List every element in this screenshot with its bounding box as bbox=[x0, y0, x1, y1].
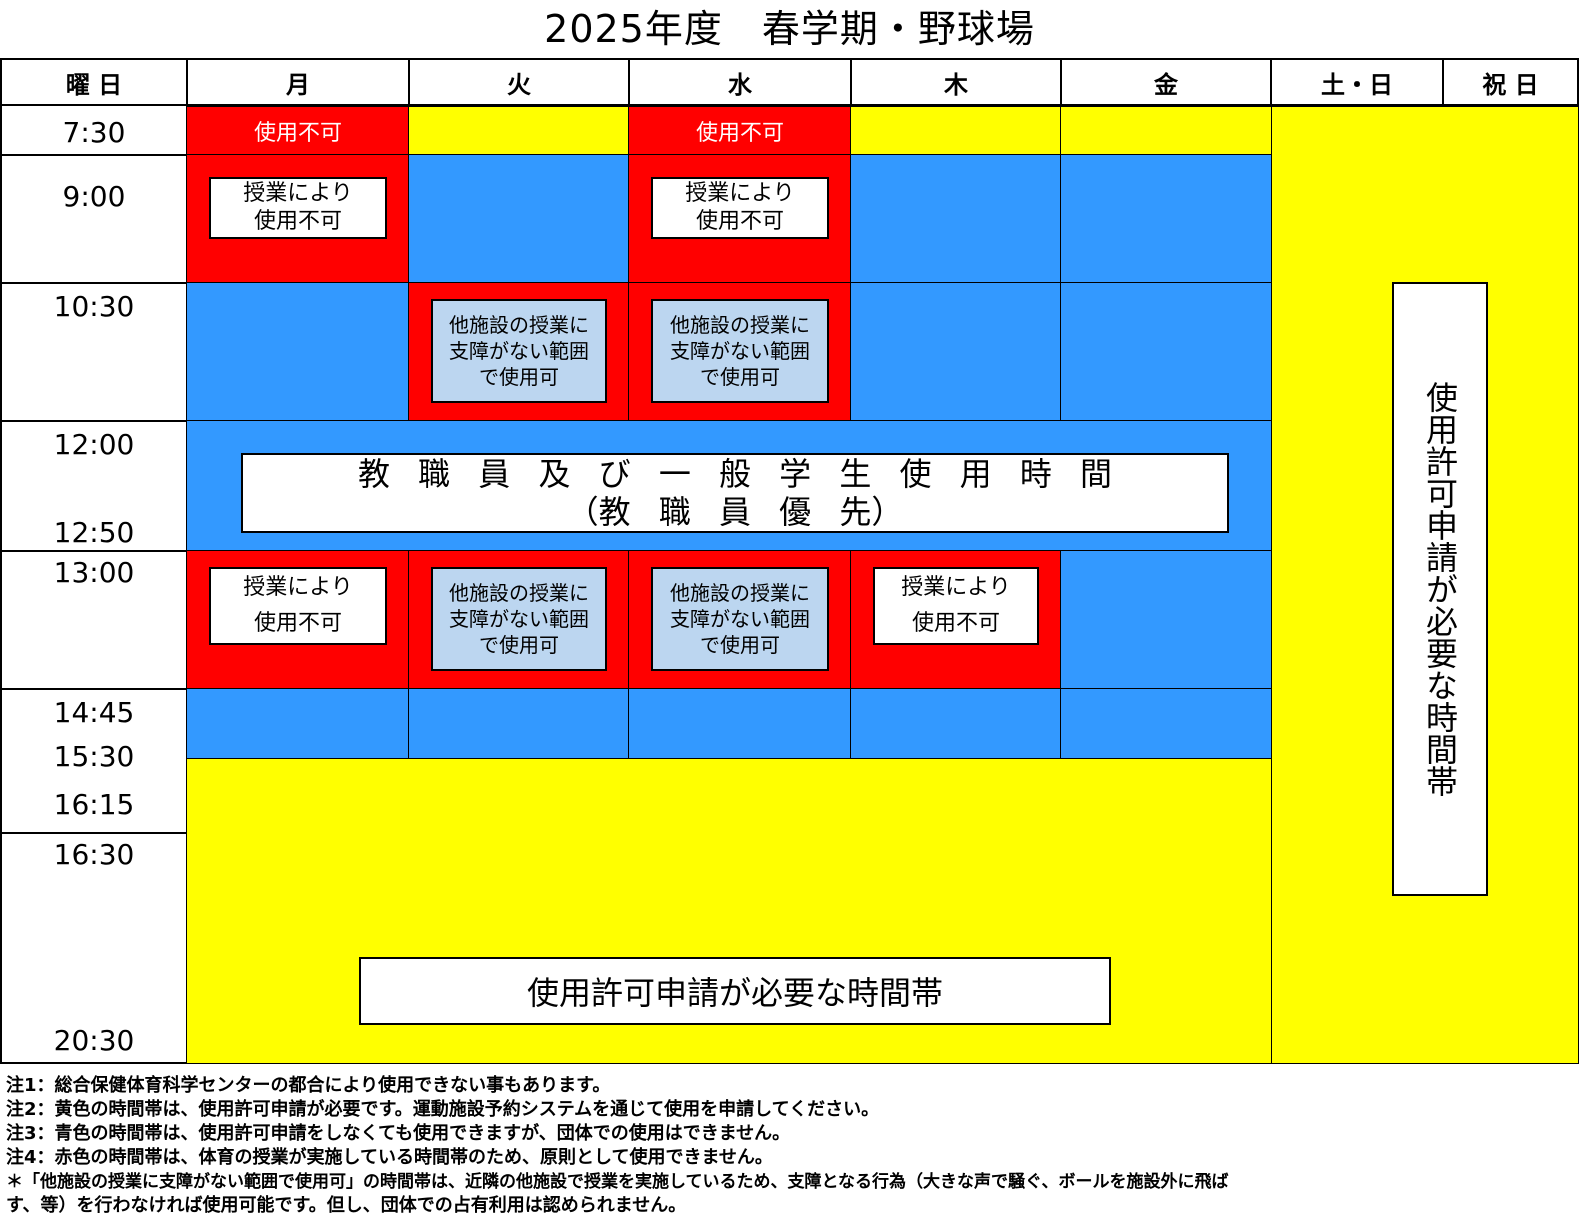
cell-fri-0900 bbox=[1060, 154, 1272, 284]
other-line3: で使用可 bbox=[479, 633, 559, 657]
other-facility-box: 他施設の授業に 支障がない範囲 で使用可 bbox=[651, 299, 829, 403]
time-column bbox=[0, 106, 188, 1064]
other-line1: 他施設の授業に bbox=[670, 313, 810, 337]
page-title: 2025年度 春学期・野球場 bbox=[544, 7, 1035, 51]
cell-mon-0900: 授業により 使用不可 bbox=[186, 154, 410, 284]
class-box: 授業により 使用不可 bbox=[651, 177, 829, 239]
class-line2: 使用不可 bbox=[253, 209, 342, 234]
cell-mon-1030 bbox=[186, 282, 410, 422]
cell-wed-0900: 授業により 使用不可 bbox=[628, 154, 852, 284]
other-line1: 他施設の授業に bbox=[449, 313, 589, 337]
time-label: 13:00 bbox=[53, 556, 135, 589]
other-line2: 支障がない範囲 bbox=[449, 607, 589, 631]
cell-thu-1030 bbox=[850, 282, 1062, 422]
cell-thu-0730 bbox=[850, 106, 1062, 156]
class-line2: 使用不可 bbox=[253, 611, 342, 636]
other-line1: 他施設の授業に bbox=[449, 581, 589, 605]
other-line3: で使用可 bbox=[700, 633, 780, 657]
time-label: 15:30 bbox=[53, 740, 135, 773]
other-facility-box: 他施設の授業に 支障がない範囲 で使用可 bbox=[431, 567, 607, 671]
note-4: 注4：赤色の時間帯は、体育の授業が実施している時間帯のため、原則として使用できま… bbox=[6, 1147, 773, 1168]
permit-needed-box: 使用許可申請が必要な時間帯 bbox=[359, 957, 1111, 1025]
cell-evening-merged: 使用許可申請が必要な時間帯 bbox=[186, 758, 1272, 1064]
header-thu: 木 bbox=[850, 58, 1062, 106]
note-3: 注3：青色の時間帯は、使用許可申請をしなくても使用できますが、団体での使用はでき… bbox=[6, 1123, 791, 1144]
time-label: 12:00 bbox=[53, 428, 135, 461]
time-label: 16:30 bbox=[53, 838, 135, 871]
cell-mon-1300: 授業により 使用不可 bbox=[186, 550, 410, 690]
other-line2: 支障がない範囲 bbox=[670, 607, 810, 631]
cell-fri-1030 bbox=[1060, 282, 1272, 422]
header-fri: 金 bbox=[1060, 58, 1272, 106]
time-label: 7:30 bbox=[62, 116, 126, 149]
time-divider bbox=[0, 550, 188, 552]
note-6: す、等）を行わなければ使用可能です。但し、団体での占有利用は認められません。 bbox=[6, 1195, 687, 1216]
other-line1: 他施設の授業に bbox=[670, 581, 810, 605]
staff-line1: 教 職 員 及 び 一 般 学 生 使 用 時 間 bbox=[357, 455, 1113, 493]
class-line1: 授業により bbox=[243, 575, 353, 600]
cell-fri-0730 bbox=[1060, 106, 1272, 156]
cell-mon-1445 bbox=[186, 688, 410, 760]
time-divider bbox=[0, 688, 188, 690]
time-divider bbox=[0, 420, 188, 422]
staff-student-box: 教 職 員 及 び 一 般 学 生 使 用 時 間 （教 職 員 優 先） bbox=[241, 453, 1229, 533]
header-weekend: 土・日 bbox=[1270, 58, 1444, 106]
other-line3: で使用可 bbox=[479, 365, 559, 389]
class-box: 授業により 使用不可 bbox=[873, 567, 1039, 645]
time-divider bbox=[0, 154, 188, 156]
cell-mon-0730: 使用不可 bbox=[186, 106, 410, 156]
other-line2: 支障がない範囲 bbox=[449, 339, 589, 363]
cell-fri-1445 bbox=[1060, 688, 1272, 760]
time-label: 14:45 bbox=[53, 696, 135, 729]
other-line3: で使用可 bbox=[700, 365, 780, 389]
other-facility-box: 他施設の授業に 支障がない範囲 で使用可 bbox=[651, 567, 829, 671]
class-box: 授業により 使用不可 bbox=[209, 177, 387, 239]
other-line2: 支障がない範囲 bbox=[670, 339, 810, 363]
class-line1: 授業により bbox=[901, 575, 1011, 600]
header-wed: 水 bbox=[628, 58, 852, 106]
class-line2: 使用不可 bbox=[911, 611, 1000, 636]
time-divider bbox=[0, 832, 188, 834]
time-label: 9:00 bbox=[62, 180, 126, 213]
note-2: 注2：黄色の時間帯は、使用許可申請が必要です。運動施設予約システムを通じて使用を… bbox=[6, 1099, 880, 1120]
cell-lunch-merged: 教 職 員 及 び 一 般 学 生 使 用 時 間 （教 職 員 優 先） bbox=[186, 420, 1272, 552]
time-label: 10:30 bbox=[53, 290, 135, 323]
cell-tue-1030: 他施設の授業に 支障がない範囲 で使用可 bbox=[408, 282, 630, 422]
class-box: 授業により 使用不可 bbox=[209, 567, 387, 645]
cell-fri-1300 bbox=[1060, 550, 1272, 690]
cell-wed-1445 bbox=[628, 688, 852, 760]
class-line1: 授業により bbox=[243, 181, 353, 206]
cell-tue-1445 bbox=[408, 688, 630, 760]
time-label: 12:50 bbox=[53, 516, 135, 549]
cell-wed-0730: 使用不可 bbox=[628, 106, 852, 156]
header-tue: 火 bbox=[408, 58, 630, 106]
cell-tue-0730 bbox=[408, 106, 630, 156]
cell-thu-0900 bbox=[850, 154, 1062, 284]
staff-line2: （教 職 員 優 先） bbox=[566, 493, 904, 531]
cell-thu-1445 bbox=[850, 688, 1062, 760]
note-5: ＊「他施設の授業に支障がない範囲で使用可」の時間帯は、近隣の他施設で授業を実施し… bbox=[6, 1172, 1229, 1192]
class-line2: 使用不可 bbox=[695, 209, 784, 234]
time-label: 20:30 bbox=[53, 1024, 135, 1057]
time-label: 16:15 bbox=[53, 788, 135, 821]
cell-wed-1300: 他施設の授業に 支障がない範囲 で使用可 bbox=[628, 550, 852, 690]
weekend-permit-box: 使用許可申請が必要な時間帯 bbox=[1392, 282, 1488, 896]
cell-wed-1030: 他施設の授業に 支障がない範囲 で使用可 bbox=[628, 282, 852, 422]
cell-tue-0900 bbox=[408, 154, 630, 284]
header-holiday: 祝 日 bbox=[1442, 58, 1579, 106]
cell-thu-1300: 授業により 使用不可 bbox=[850, 550, 1062, 690]
note-1: 注1：総合保健体育科学センターの都合により使用できない事もあります。 bbox=[6, 1075, 611, 1096]
other-facility-box: 他施設の授業に 支障がない範囲 で使用可 bbox=[431, 299, 607, 403]
cell-tue-1300: 他施設の授業に 支障がない範囲 で使用可 bbox=[408, 550, 630, 690]
time-divider bbox=[0, 282, 188, 284]
header-mon: 月 bbox=[186, 58, 410, 106]
header-day: 曜 日 bbox=[0, 58, 188, 106]
class-line1: 授業により bbox=[685, 181, 795, 206]
